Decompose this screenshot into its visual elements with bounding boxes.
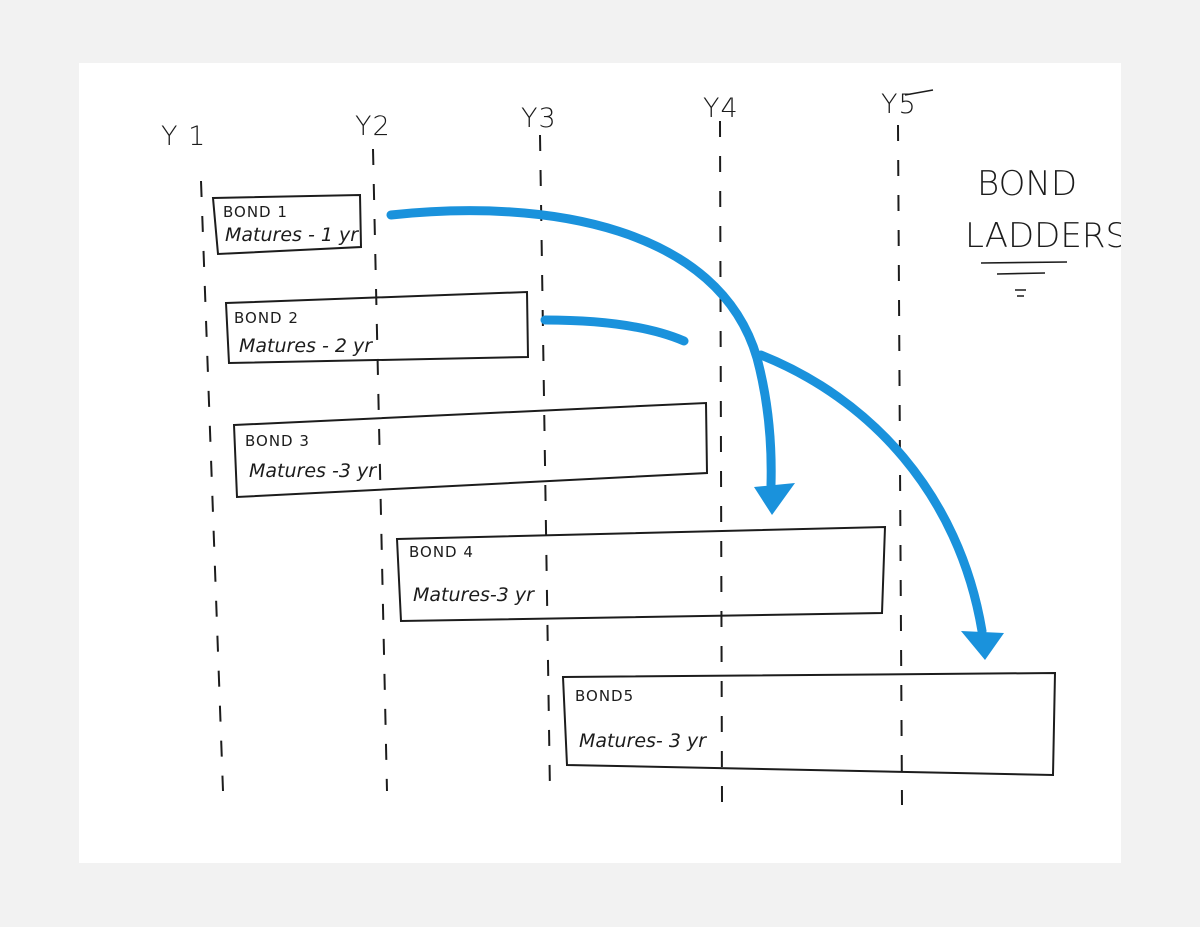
year-guide-5 bbox=[897, 124, 903, 806]
year-guide-3 bbox=[539, 134, 551, 794]
rollover-arrow-bond1 bbox=[386, 206, 795, 515]
bond-box-4: BOND 4 Matures-3 yr bbox=[395, 525, 887, 623]
bond-maturity-2: Matures - 2 yr bbox=[239, 335, 373, 357]
year-5-flourish bbox=[904, 89, 934, 96]
title-underline-3 bbox=[1015, 289, 1026, 297]
year-label-4: Y4 bbox=[703, 93, 739, 124]
bond-maturity-4: Matures-3 yr bbox=[413, 584, 535, 606]
bond-box-1: BOND 1 Matures - 1 yr bbox=[211, 193, 363, 256]
year-guide-1 bbox=[200, 180, 224, 792]
bond-name-5: BOND5 bbox=[575, 687, 634, 705]
rollover-arrow-bond3 bbox=[756, 350, 1004, 660]
title-underline-1 bbox=[980, 261, 1068, 264]
year-guide-4 bbox=[719, 120, 723, 804]
rollover-arrow-bond2 bbox=[540, 315, 689, 346]
bond-name-3: BOND 3 bbox=[245, 432, 310, 450]
year-label-2: Y2 bbox=[355, 111, 391, 142]
bond-maturity-5: Matures- 3 yr bbox=[579, 730, 707, 752]
bond-box-2: BOND 2 Matures - 2 yr bbox=[224, 290, 530, 365]
year-guide-2 bbox=[372, 148, 388, 792]
paper-sheet: Y 1 Y2 Y3 Y4 Y5 BOND 1 Matures - 1 yr BO… bbox=[79, 63, 1121, 863]
title-block: BOND LADDERS bbox=[965, 164, 1121, 297]
bond-name-1: BOND 1 bbox=[223, 203, 288, 221]
year-label-3: Y3 bbox=[521, 103, 557, 134]
bond-box-3: BOND 3 Matures -3 yr bbox=[232, 401, 709, 499]
year-label-1: Y 1 bbox=[161, 121, 206, 152]
bond-maturity-3: Matures -3 yr bbox=[249, 460, 377, 482]
title-line-1: BOND bbox=[977, 164, 1077, 204]
bond-name-2: BOND 2 bbox=[234, 309, 299, 327]
bond-maturity-1: Matures - 1 yr bbox=[225, 224, 359, 246]
bond-box-5: BOND5 Matures- 3 yr bbox=[561, 671, 1057, 777]
title-underline-2 bbox=[996, 272, 1046, 275]
title-line-2: LADDERS bbox=[965, 216, 1121, 256]
bond-ladder-sketch: Y 1 Y2 Y3 Y4 Y5 BOND 1 Matures - 1 yr BO… bbox=[161, 89, 1121, 806]
bond-name-4: BOND 4 bbox=[409, 543, 474, 561]
